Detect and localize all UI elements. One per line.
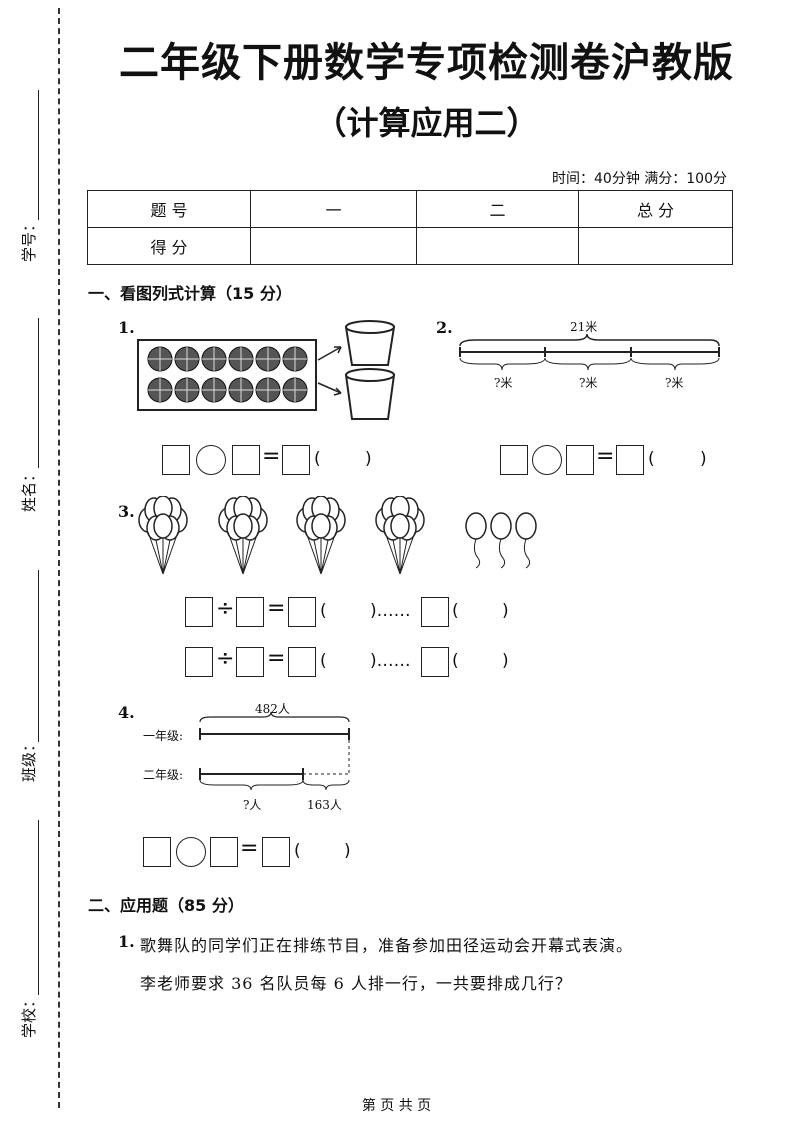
- unit-paren-open: (: [452, 651, 459, 671]
- student-id-label: 学号：: [20, 216, 38, 262]
- operator-circle[interactable]: [176, 837, 206, 867]
- answer-box[interactable]: [185, 647, 213, 677]
- unit-paren-open: (: [294, 841, 301, 861]
- equals-sign: =: [596, 444, 615, 469]
- operator-circle[interactable]: [532, 445, 562, 475]
- divide-sign: ÷: [216, 596, 235, 621]
- school-rule: [38, 820, 39, 995]
- equals-sign: =: [240, 836, 259, 861]
- remainder-dots: )……: [370, 601, 411, 621]
- question-3-number: 3.: [118, 502, 135, 521]
- unit-paren-close: ): [502, 651, 509, 671]
- table-cell: 一: [250, 190, 417, 228]
- answer-box[interactable]: [232, 445, 260, 475]
- score-table: 题 号 一 二 总 分 得 分: [87, 190, 733, 265]
- table-cell: 题 号: [87, 190, 251, 228]
- remainder-dots: )……: [370, 651, 411, 671]
- answer-box[interactable]: [185, 597, 213, 627]
- question-2-number: 2.: [436, 318, 453, 337]
- page-subtitle: （计算应用二）: [314, 104, 539, 142]
- equals-sign: =: [267, 596, 286, 621]
- section-2-question-1-number: 1.: [118, 932, 135, 951]
- name-label: 姓名：: [20, 466, 38, 512]
- unit-paren-open: (: [314, 449, 321, 469]
- score-table-row: 题 号 一 二 总 分: [87, 190, 733, 228]
- rope-segment-figure: [459, 333, 720, 371]
- score-input-cell[interactable]: [416, 227, 579, 265]
- q2-part-label: ?米: [579, 376, 598, 390]
- binding-dashed-line: [58, 8, 60, 1108]
- page-footer: 第 页 共 页: [361, 1098, 432, 1114]
- question-4-number: 4.: [118, 703, 135, 722]
- balloon-bunches-figure: [138, 496, 537, 575]
- answer-box[interactable]: [421, 597, 449, 627]
- unit-paren-close: ): [502, 601, 509, 621]
- q4-total-label: 482人: [255, 702, 290, 716]
- answer-box[interactable]: [143, 837, 171, 867]
- divide-sign: ÷: [216, 646, 235, 671]
- score-table-row: 得 分: [87, 227, 733, 265]
- answer-box[interactable]: [210, 837, 238, 867]
- student-id-rule: [38, 90, 39, 220]
- table-cell: 总 分: [578, 190, 733, 228]
- unit-paren-close: ): [344, 841, 351, 861]
- q2-part-label: ?米: [665, 376, 684, 390]
- question-1-number: 1.: [118, 318, 135, 337]
- equals-sign: =: [262, 444, 281, 469]
- unit-paren-close: ): [365, 449, 372, 469]
- answer-box[interactable]: [288, 597, 316, 627]
- q2-total-label: 21米: [570, 320, 598, 334]
- segment-comparison-figure: [199, 712, 350, 791]
- section-2-heading: 二、应用题（85 分）: [88, 896, 244, 915]
- answer-box[interactable]: [236, 647, 264, 677]
- score-input-cell[interactable]: [578, 227, 733, 265]
- table-cell: 得 分: [87, 227, 251, 265]
- unit-paren-open: (: [452, 601, 459, 621]
- q4-grade1-label: 一年级:: [143, 729, 184, 743]
- answer-box[interactable]: [500, 445, 528, 475]
- answer-box[interactable]: [288, 647, 316, 677]
- equals-sign: =: [267, 646, 286, 671]
- score-input-cell[interactable]: [250, 227, 417, 265]
- section-2-question-1-line-2: 李老师要求 36 名队员每 6 人排一行，一共要排成几行？: [140, 974, 572, 993]
- name-rule: [38, 318, 39, 468]
- page-title: 二年级下册数学专项检测卷沪教版: [119, 40, 734, 86]
- answer-box[interactable]: [616, 445, 644, 475]
- answer-box[interactable]: [421, 647, 449, 677]
- unit-paren-close: ): [700, 449, 707, 469]
- section-1-heading: 一、看图列式计算（15 分）: [88, 284, 292, 303]
- class-label: 班级：: [20, 736, 38, 782]
- answer-box[interactable]: [282, 445, 310, 475]
- answer-box[interactable]: [566, 445, 594, 475]
- table-cell: 二: [416, 190, 579, 228]
- section-2-question-1-line-1: 歌舞队的同学们正在排练节目，准备参加田径运动会开幕式表演。: [140, 936, 634, 955]
- unit-paren-open: (: [648, 449, 655, 469]
- q2-part-label: ?米: [494, 376, 513, 390]
- unit-paren-open: (: [320, 601, 327, 621]
- q4-part-label: ?人: [243, 798, 262, 812]
- answer-box[interactable]: [262, 837, 290, 867]
- q4-part-label: 163人: [307, 798, 342, 812]
- answer-box[interactable]: [236, 597, 264, 627]
- operator-circle[interactable]: [196, 445, 226, 475]
- school-label: 学校：: [20, 992, 38, 1038]
- basketball-figure: [137, 320, 396, 420]
- time-info: 时间：40分钟 满分：100分: [552, 171, 727, 187]
- q4-grade2-label: 二年级:: [143, 768, 184, 782]
- answer-box[interactable]: [162, 445, 190, 475]
- unit-paren-open: (: [320, 651, 327, 671]
- class-rule: [38, 570, 39, 742]
